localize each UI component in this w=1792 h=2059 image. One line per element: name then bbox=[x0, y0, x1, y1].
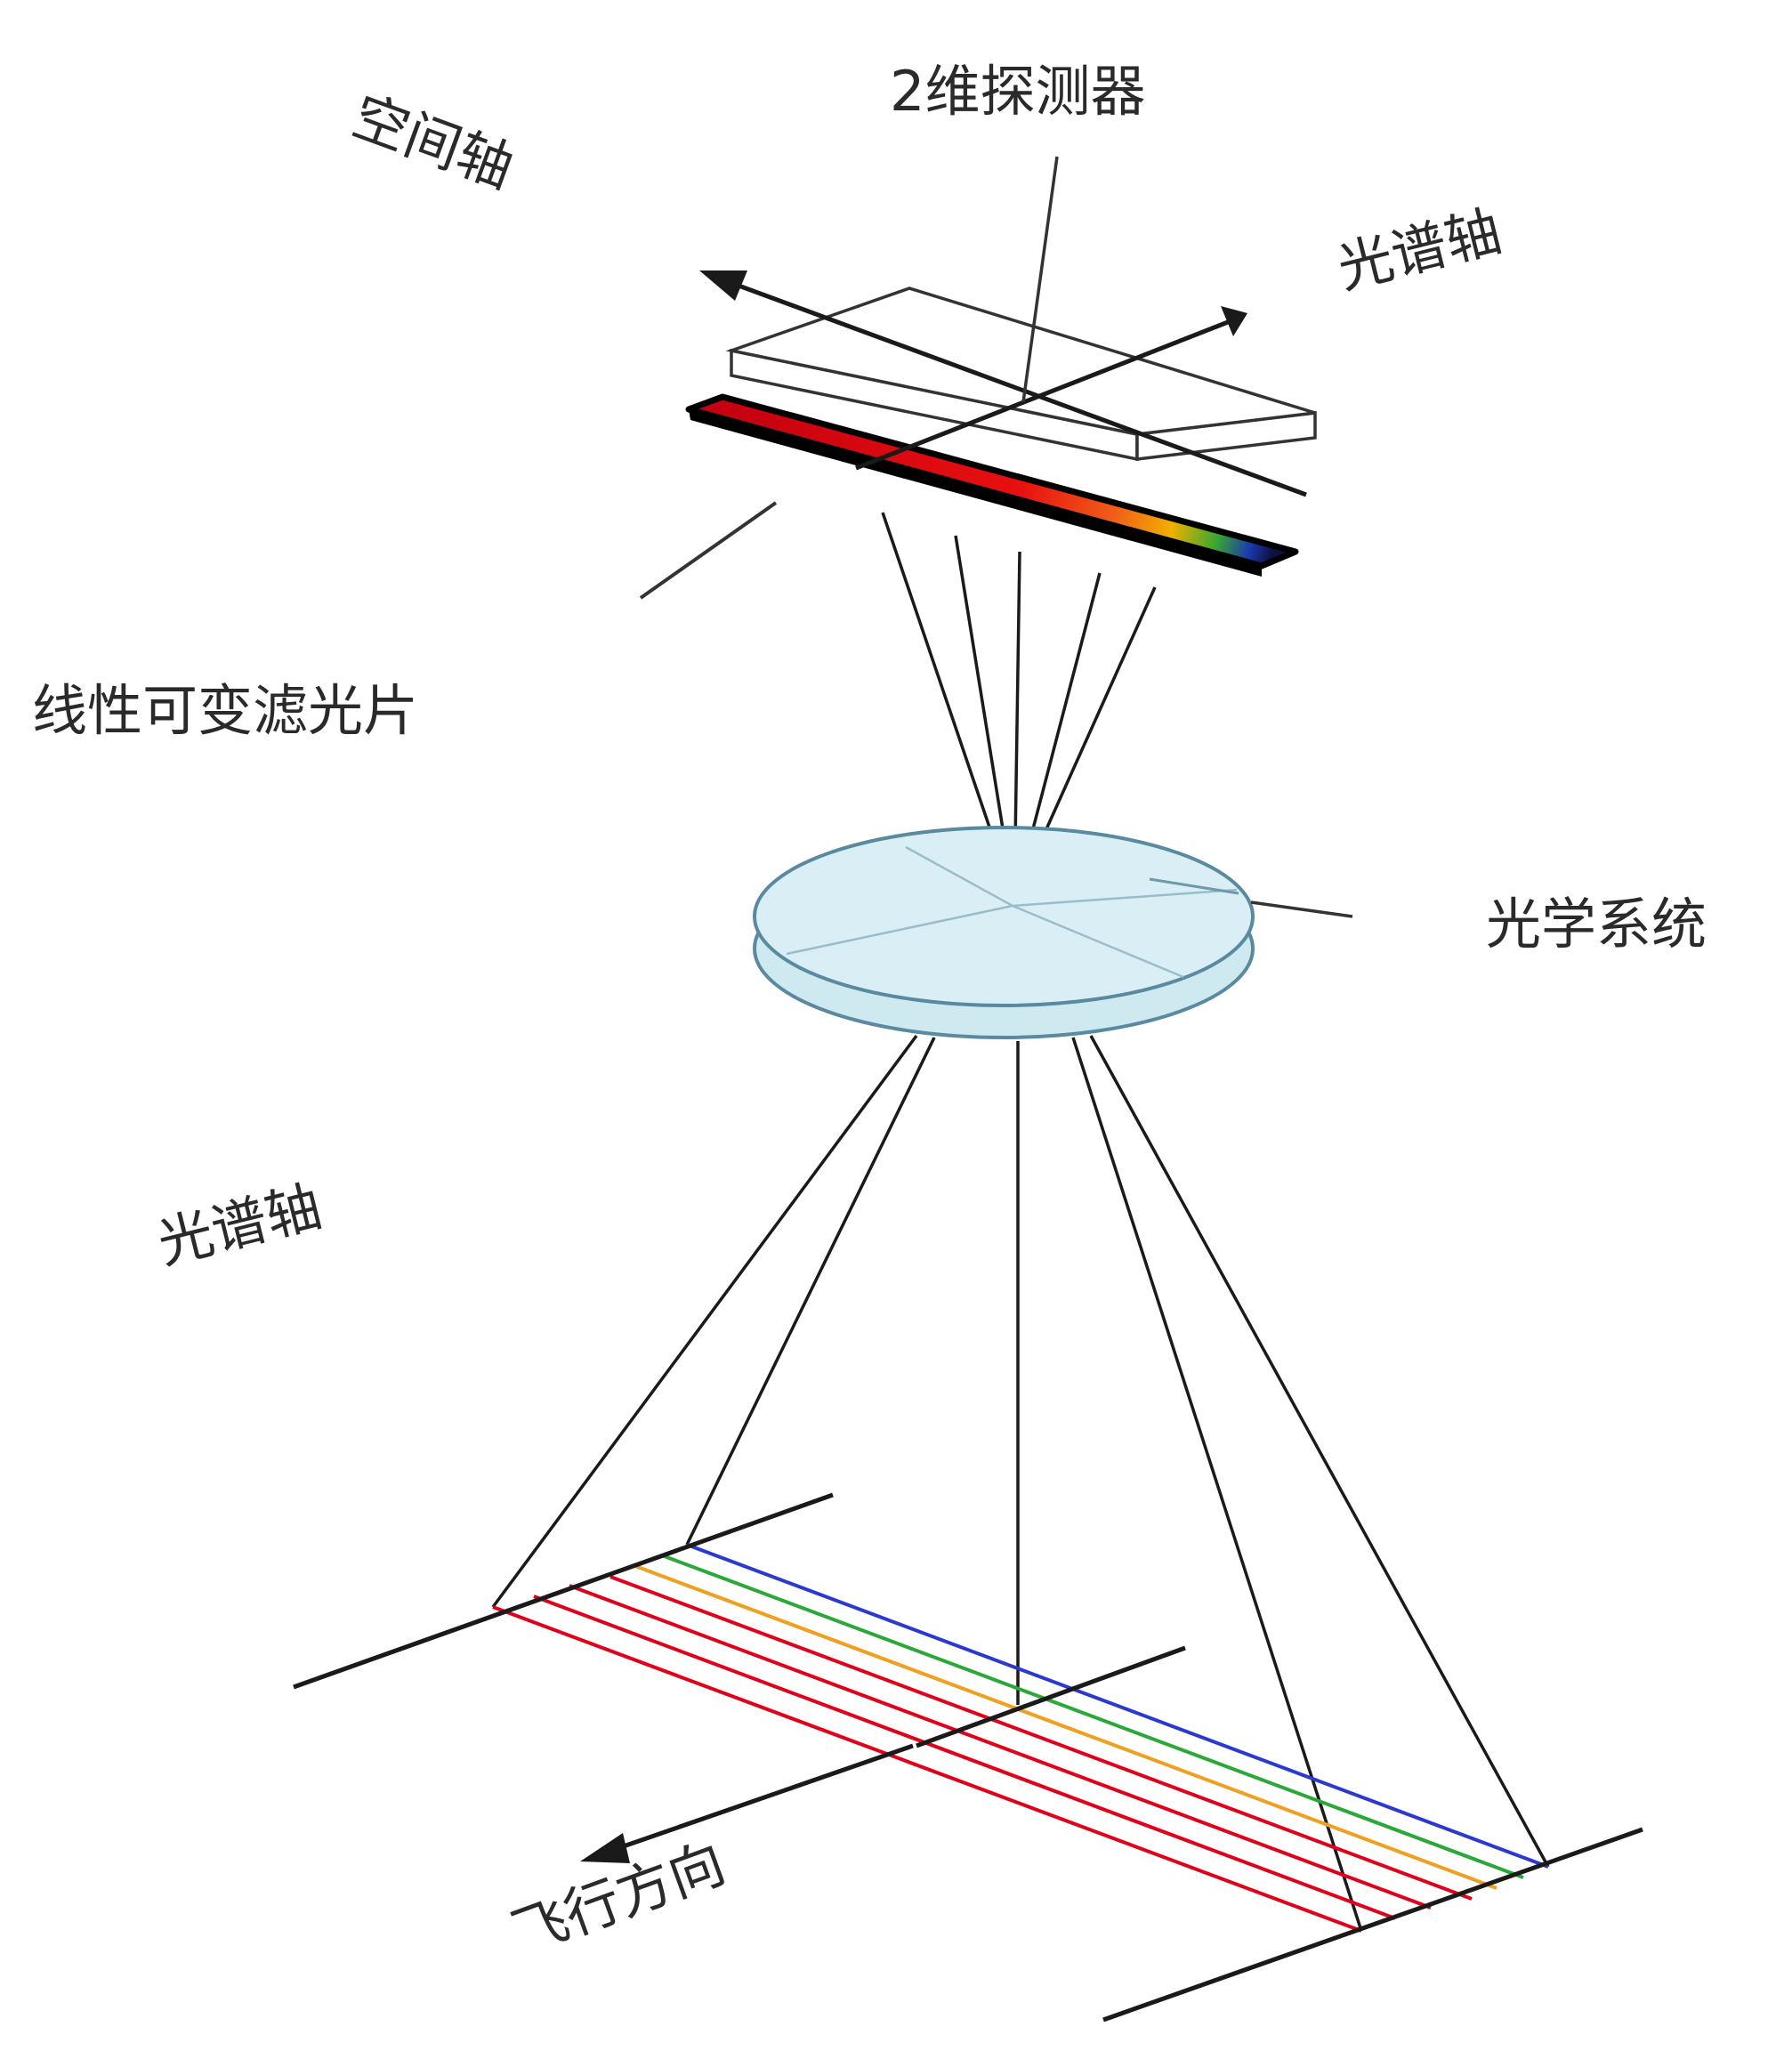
optical-system-lens bbox=[753, 826, 1255, 1039]
spatial-axis-arrow bbox=[699, 270, 1307, 497]
lower-ray-bundle bbox=[491, 1034, 1550, 1932]
spectral-axis-arrow bbox=[855, 306, 1247, 471]
detector-leader-line bbox=[1021, 156, 1059, 403]
detector-label: 2维探测器 bbox=[890, 59, 1145, 124]
flight-direction-arrow bbox=[580, 1743, 914, 1863]
ground-reference-lines bbox=[293, 1492, 1643, 2023]
ground-spectral-bands bbox=[492, 1543, 1549, 1933]
spectral-axis-bottom-label: 光谱轴 bbox=[151, 1174, 327, 1277]
optics-label: 光学系统 bbox=[1486, 892, 1707, 957]
spectral-axis-top-label: 光谱轴 bbox=[1331, 198, 1507, 302]
two-dimensional-detector bbox=[725, 287, 1317, 462]
filter-leader-line bbox=[639, 501, 778, 600]
linear-variable-filter bbox=[685, 393, 1299, 577]
spatial-axis-label: 空间轴 bbox=[344, 83, 522, 200]
optics-leader-line bbox=[1250, 900, 1353, 918]
filter-label: 线性可变滤光片 bbox=[32, 678, 418, 743]
